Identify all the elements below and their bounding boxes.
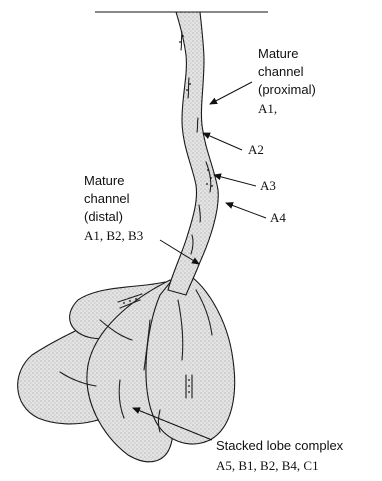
- pointer-a2: [203, 133, 242, 150]
- pointer-a4: [226, 203, 266, 218]
- label-stacked-lobe: Stacked lobe complex A5, B1, B2, B4, C1: [216, 437, 347, 473]
- pointer-mature-proximal: [210, 82, 252, 104]
- label-a3: A3: [260, 178, 276, 193]
- pointer-a3: [214, 175, 256, 186]
- lobe-east: [146, 270, 235, 444]
- label-a4: A4: [270, 210, 286, 225]
- label-a2: A2: [248, 142, 264, 157]
- feeder-channel: [168, 12, 218, 295]
- label-mature-distal: Mature channel (distal) A1, B2, B3: [84, 172, 143, 243]
- label-mature-proximal: Mature channel (proximal) A1,: [258, 45, 320, 116]
